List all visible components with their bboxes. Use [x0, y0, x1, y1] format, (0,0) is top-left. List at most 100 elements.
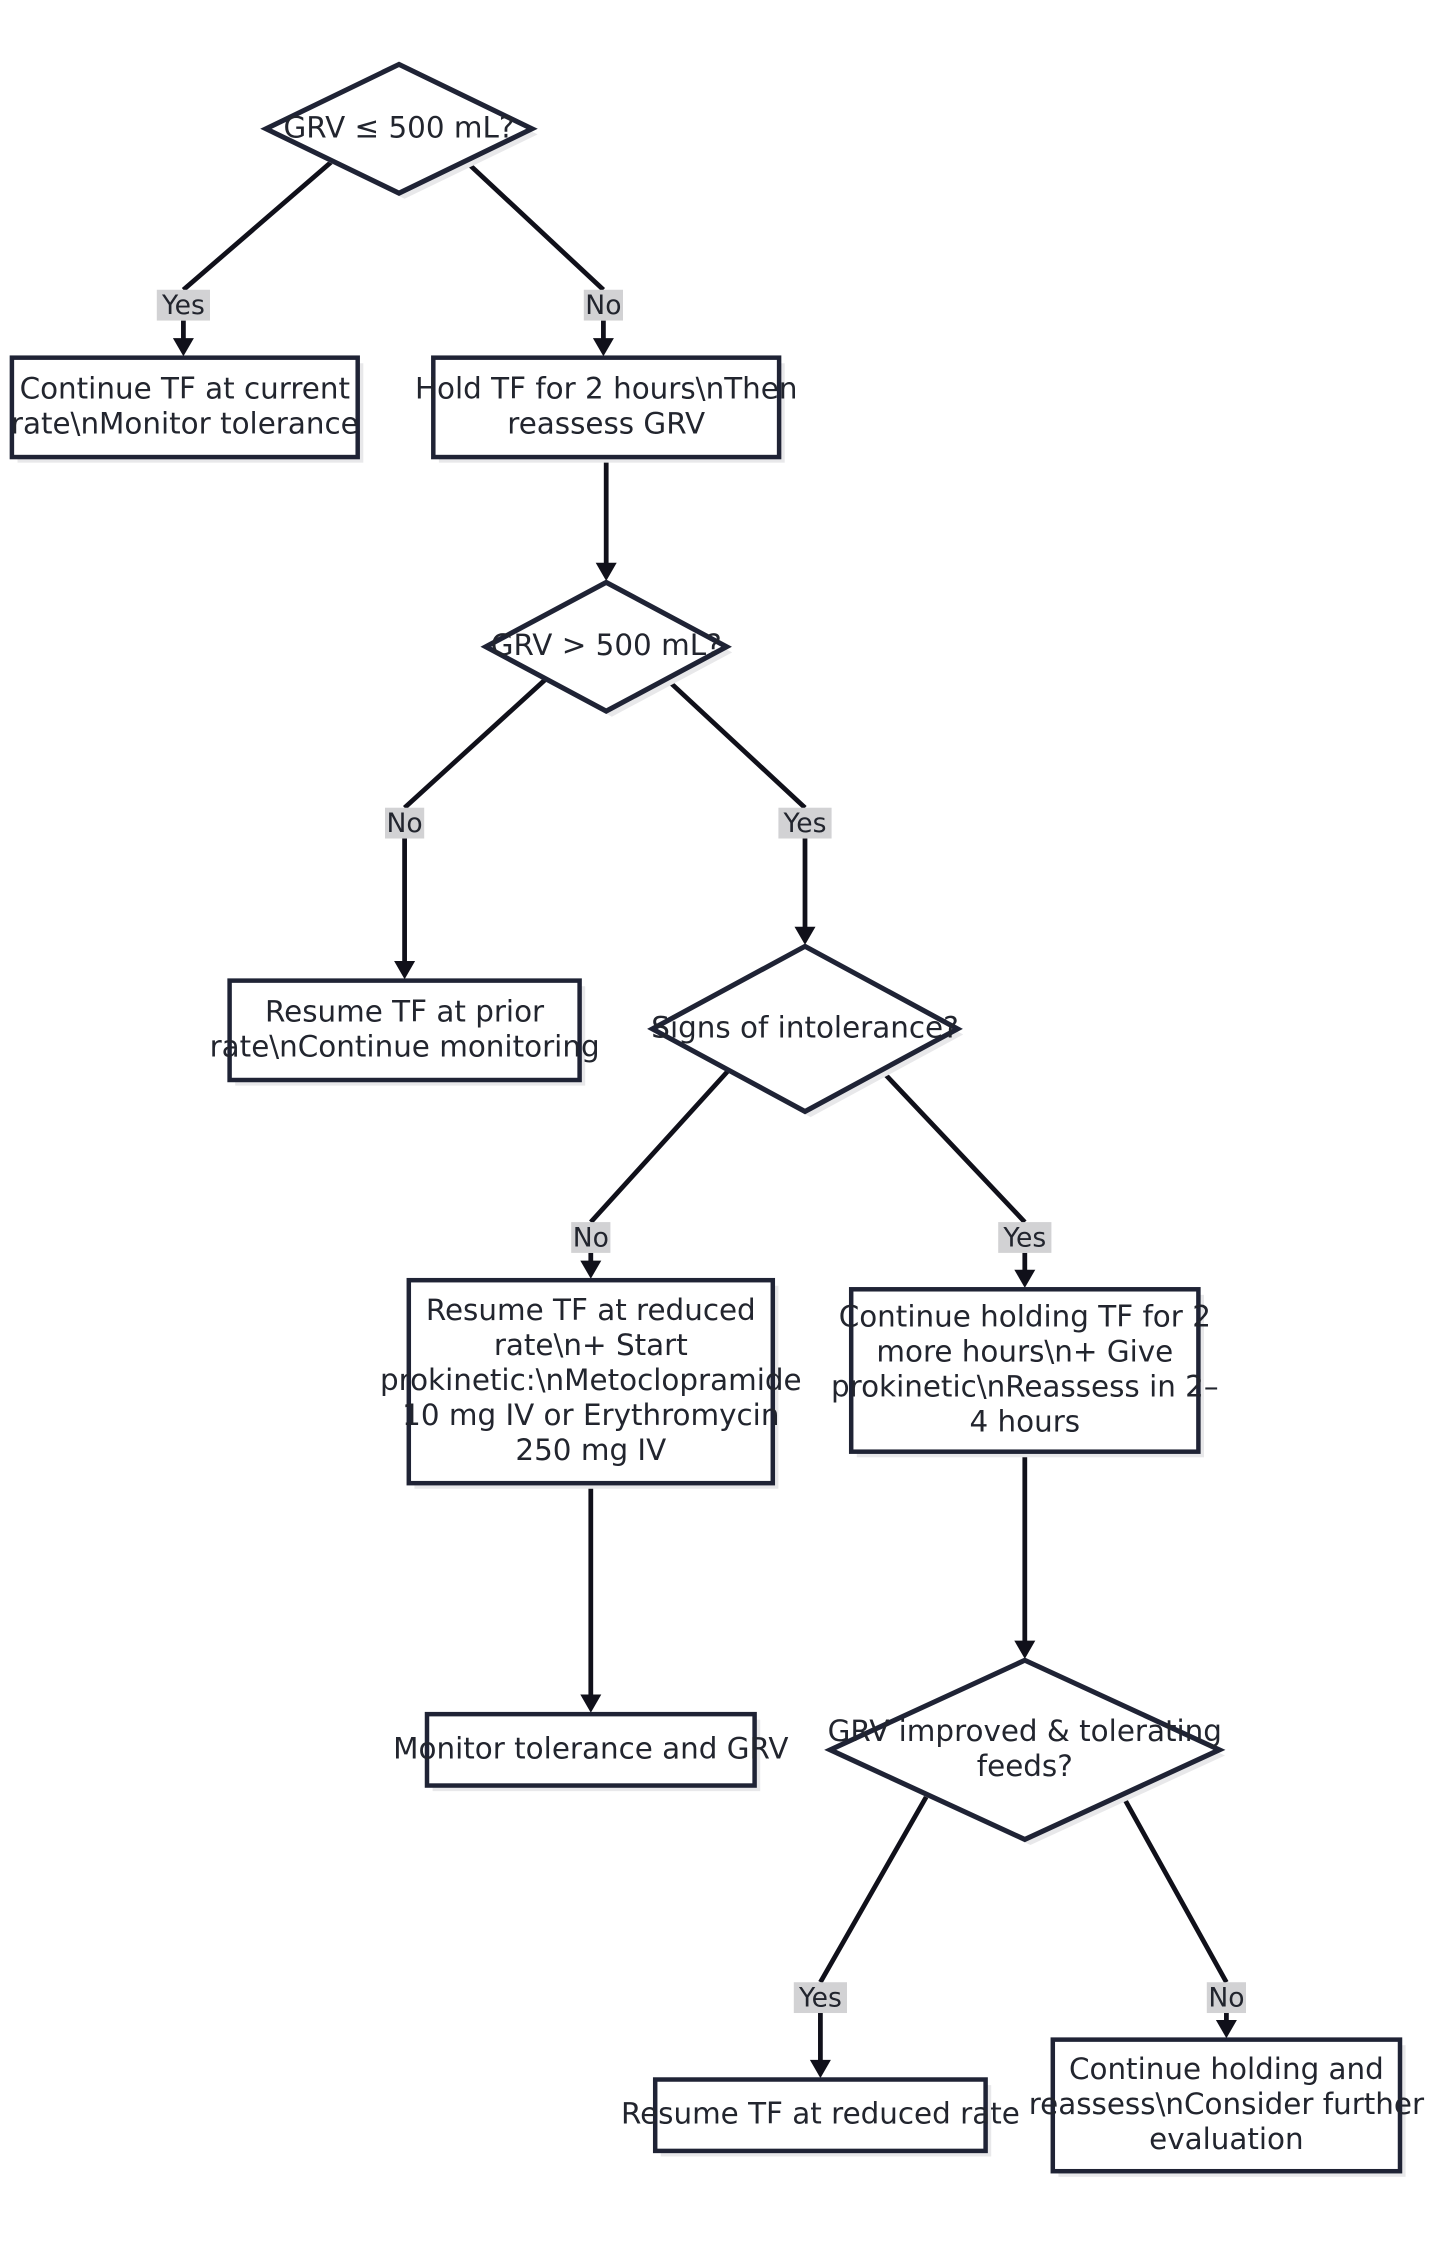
node-label-line: reassess\nConsider further: [1029, 2087, 1425, 2121]
edge-label-yes-e1: Yes: [156, 289, 210, 321]
edge-d3-to-b5: [879, 1068, 1036, 1288]
edge-label-text: No: [585, 290, 621, 321]
node-label-line: feeds?: [977, 1749, 1073, 1783]
edge-arrowhead: [580, 1260, 602, 1279]
node-label-line: Continue holding and: [1069, 2052, 1384, 2086]
edge-label-text: Yes: [1002, 1222, 1046, 1253]
node-diamond[interactable]: [480, 579, 732, 714]
edge-label-background: [778, 807, 832, 839]
node-resume-tf-at-reduced-rate[interactable]: Resume TF at reduced rate: [621, 2077, 1020, 2157]
edge-d2-to-b3: [394, 677, 548, 980]
edge-label-text: Yes: [783, 808, 827, 839]
edge-label-background: [385, 807, 425, 839]
edge-line: [402, 677, 548, 964]
node-label-line: prokinetic:\nMetoclopramide: [380, 1363, 802, 1397]
node-rect[interactable]: [1050, 2037, 1403, 2174]
edge-label-yes-e10: Yes: [793, 1982, 847, 2014]
node-diamond[interactable]: [260, 61, 538, 196]
node-rect[interactable]: [652, 2077, 988, 2154]
edge-label-no-e11: No: [1206, 1982, 1246, 2014]
edge-d3-to-b4: [580, 1068, 731, 1279]
node-label-line: Signs of intolerance?: [651, 1010, 958, 1044]
node-rect[interactable]: [9, 355, 360, 460]
edge-b2-to-d2: [595, 457, 617, 581]
node-label-line: rate\nMonitor tolerance: [11, 406, 359, 440]
edge-arrowhead: [580, 1694, 602, 1713]
node-label-line: 10 mg IV or Erythromycin: [402, 1398, 779, 1432]
node-label-line: Continue TF at current: [20, 371, 350, 405]
edge-line: [588, 1068, 731, 1264]
node-label-line: Hold TF for 2 hours\nThen: [415, 371, 798, 405]
edge-d1-to-b1: [172, 159, 335, 357]
edge-label-background: [793, 1982, 847, 2014]
node-label-line: prokinetic\nReassess in 2–: [831, 1369, 1219, 1403]
edge-d1-to-b2: [463, 159, 614, 357]
node-label-line: Monitor tolerance and GRV: [393, 1731, 788, 1765]
nodes-layer: GRV ≤ 500 mL?Continue TF at currentrate\…: [9, 61, 1425, 2177]
node-label-line: Resume TF at reduced: [426, 1293, 756, 1327]
edge-b4-to-b6: [580, 1483, 602, 1713]
edge-label-background: [156, 289, 210, 321]
edge-line: [818, 1793, 930, 2063]
edge-arrowhead: [1014, 1640, 1036, 1659]
edge-label-text: No: [387, 808, 423, 839]
edge-line: [664, 677, 808, 930]
edge-label-background: [998, 1222, 1052, 1253]
edge-arrowhead: [794, 926, 816, 945]
edge-label-text: No: [573, 1222, 609, 1253]
edge-label-text: Yes: [798, 1983, 842, 2014]
edge-arrowhead: [1215, 2020, 1237, 2039]
node-rect[interactable]: [431, 355, 782, 460]
node-grv-500-ml[interactable]: GRV ≤ 500 mL?: [260, 61, 538, 199]
edge-label-background: [571, 1222, 611, 1253]
node-monitor-tolerance-and-grv[interactable]: Monitor tolerance and GRV: [393, 1711, 788, 1792]
node-rect[interactable]: [227, 978, 582, 1083]
node-diamond[interactable]: [824, 1657, 1226, 1843]
edge-label-text: No: [1208, 1983, 1244, 2014]
node-signs-of-intolerance[interactable]: Signs of intolerance?: [647, 943, 964, 1118]
node-label-line: GRV ≤ 500 mL?: [284, 110, 515, 144]
edge-arrowhead: [1014, 1269, 1036, 1288]
node-label-line: evaluation: [1149, 2122, 1304, 2156]
edge-label-no-e2: No: [583, 289, 623, 321]
node-diamond[interactable]: [647, 943, 963, 1115]
edge-label-no-e4: No: [385, 807, 425, 839]
node-grv-500-ml[interactable]: GRV > 500 mL?: [480, 579, 733, 717]
node-rect[interactable]: [406, 1277, 776, 1486]
edge-label-yes-e7: Yes: [998, 1222, 1052, 1253]
node-label-line: Resume TF at prior: [265, 994, 545, 1028]
node-label-line: more hours\n+ Give: [876, 1334, 1173, 1368]
edge-line: [181, 159, 335, 341]
node-label-line: rate\n+ Start: [494, 1328, 688, 1362]
node-label-line: GRV improved & tolerating: [828, 1714, 1222, 1748]
node-rect[interactable]: [424, 1711, 757, 1788]
edge-label-background: [1206, 1982, 1246, 2014]
edge-arrowhead: [595, 562, 617, 581]
edge-label-background: [583, 289, 623, 321]
edge-line: [879, 1068, 1028, 1273]
edge-arrowhead: [809, 2059, 831, 2079]
node-rect[interactable]: [848, 1287, 1201, 1454]
node-label-line: Resume TF at reduced rate: [621, 2097, 1020, 2131]
edges-layer: [172, 159, 1237, 2079]
edge-label-yes-e5: Yes: [778, 807, 832, 839]
edge-b5-to-d4: [1014, 1451, 1036, 1659]
node-label-line: GRV > 500 mL?: [491, 628, 722, 662]
edge-arrowhead: [394, 961, 416, 980]
edge-label-text: Yes: [161, 290, 205, 321]
node-label-line: 250 mg IV: [515, 1433, 666, 1467]
node-label-line: 4 hours: [969, 1404, 1080, 1438]
node-label-line: reassess GRV: [507, 406, 705, 440]
edge-label-no-e6: No: [571, 1222, 611, 1253]
node-label-line: rate\nContinue monitoring: [210, 1029, 600, 1063]
